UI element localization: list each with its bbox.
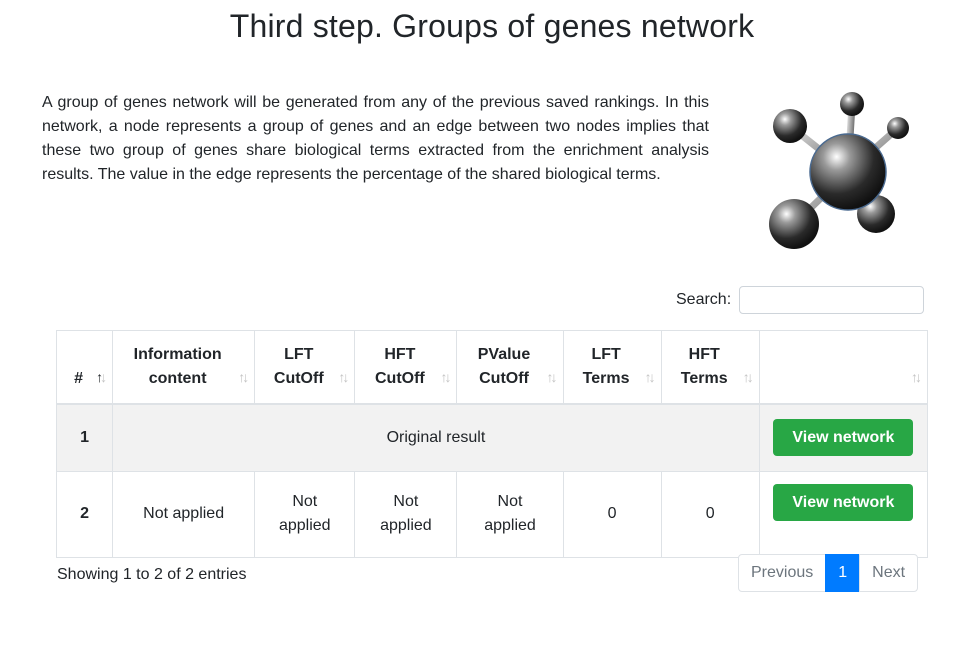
sort-arrows-icon: ↑↓ xyxy=(338,368,349,385)
col-header-hft-terms[interactable]: HFT Terms ↑↓ xyxy=(660,330,760,405)
sort-arrows-icon: ↑↓ xyxy=(644,368,656,385)
col-header-hft-cutoff[interactable]: HFT CutOff ↑↓ xyxy=(354,330,458,405)
sort-arrows-icon: ↑↓ xyxy=(440,368,451,385)
col-header-label-line1: LFT xyxy=(284,345,314,363)
lft-cutoff-cell: Not applied xyxy=(254,470,356,558)
table-row: 1 Original result View network xyxy=(55,403,929,472)
table-header-row: # ↑↓ Information content ↑↓ LFT CutOff ↑… xyxy=(55,330,929,405)
sort-arrows-icon: ↑↓ xyxy=(546,368,558,385)
col-header-lft-cutoff[interactable]: LFT CutOff ↑↓ xyxy=(254,330,356,405)
sort-asc-icon: ↑↓ xyxy=(96,368,107,385)
col-header-label-line2: Terms xyxy=(582,369,630,387)
col-header-label-line1: Information xyxy=(133,345,222,363)
table-row: 2 Not applied Not applied Not applied Not a… xyxy=(55,470,929,558)
sort-arrows-icon: ↑↓ xyxy=(238,368,249,385)
col-header-label-line2: CutOff xyxy=(273,369,324,387)
rankings-table: # ↑↓ Information content ↑↓ LFT CutOff ↑… xyxy=(55,330,929,558)
hft-cutoff-cell: Not applied xyxy=(354,470,458,558)
cell-text-line2: applied xyxy=(380,517,432,534)
cell-text-line2: applied xyxy=(484,517,536,534)
col-header-information-content[interactable]: Information content ↑↓ xyxy=(112,330,256,405)
page-description: A group of genes network will be generat… xyxy=(42,94,709,183)
page-title: Third step. Groups of genes network xyxy=(229,8,755,44)
row-index: 1 xyxy=(55,403,114,472)
table-info: Showing 1 to 2 of 2 entries xyxy=(57,566,247,583)
action-cell: View network xyxy=(758,470,929,558)
information-content-cell: Not applied xyxy=(112,470,256,558)
row-index: 2 xyxy=(55,470,114,558)
col-header-label-line2: Terms xyxy=(680,369,728,387)
col-header-lft-terms[interactable]: LFT Terms ↑↓ xyxy=(562,330,662,405)
lft-terms-cell: 0 xyxy=(562,470,662,558)
pagination-page-1[interactable]: 1 xyxy=(825,554,861,592)
pagination-next[interactable]: Next xyxy=(859,554,919,592)
pvalue-cutoff-cell: Not applied xyxy=(456,470,564,558)
search-box: Search: xyxy=(676,286,925,314)
molecule-network-icon xyxy=(769,92,909,249)
col-header-label-line2: content xyxy=(148,369,207,387)
cell-text-line2: applied xyxy=(278,517,331,534)
cell-text-line1: Not xyxy=(292,493,318,510)
search-label: Search: xyxy=(676,291,732,308)
action-cell: View network xyxy=(758,403,929,472)
col-header-action[interactable]: ↑↓ xyxy=(758,330,929,405)
search-input[interactable] xyxy=(739,286,925,314)
col-header-label-line1: HFT xyxy=(688,345,720,363)
sort-arrows-icon: ↑↓ xyxy=(742,368,754,385)
col-header-label-line2: CutOff xyxy=(479,369,529,387)
sort-arrows-icon: ↑↓ xyxy=(911,368,922,385)
col-header-pvalue-cutoff[interactable]: PValue CutOff ↑↓ xyxy=(456,330,564,405)
col-header-num[interactable]: # ↑↓ xyxy=(55,330,114,405)
col-header-label-line1: PValue xyxy=(477,345,531,363)
cell-text-line1: Not xyxy=(497,493,523,510)
cell-text-line1: Not xyxy=(393,493,419,510)
original-result-cell: Original result xyxy=(112,403,760,472)
view-network-button[interactable]: View network xyxy=(773,419,914,456)
col-header-label-line1: LFT xyxy=(591,345,621,363)
col-header-num-label: # xyxy=(74,369,83,387)
view-network-button[interactable]: View network xyxy=(773,483,914,521)
pagination: Previous 1 Next xyxy=(738,554,919,592)
col-header-label-line1: HFT xyxy=(384,345,416,363)
hft-terms-cell: 0 xyxy=(660,470,760,558)
col-header-label-line2: CutOff xyxy=(375,369,425,387)
pagination-previous[interactable]: Previous xyxy=(738,554,827,592)
